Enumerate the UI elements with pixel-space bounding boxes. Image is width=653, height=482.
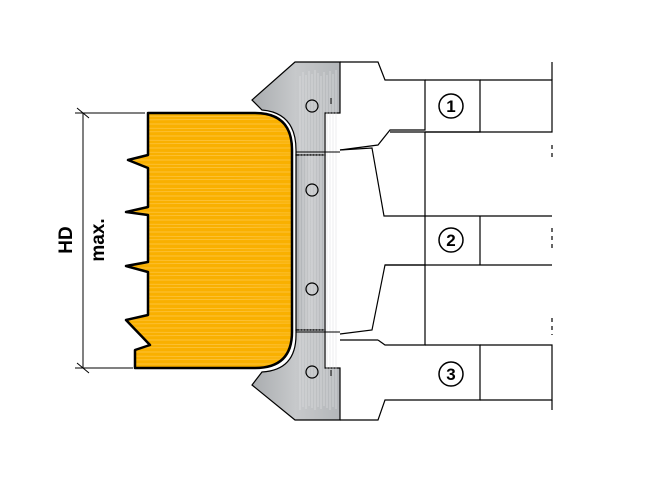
cutter-profile-outline (339, 61, 553, 421)
screw-hole-4 (305, 365, 319, 379)
cutter-body (251, 61, 341, 421)
cutter-streaks (299, 70, 337, 410)
callout-1-number: 1 (446, 97, 455, 116)
workpiece-outline (124, 111, 294, 370)
dimension-label-max: max. (88, 218, 109, 261)
callout-3-number: 3 (446, 365, 455, 384)
screw-hole-3 (305, 282, 319, 296)
callout-3: 3 (438, 361, 464, 387)
workpiece (124, 111, 294, 370)
workpiece-grain (126, 115, 292, 365)
screw-hole-2 (305, 183, 319, 197)
hd-dimension: HD max. (56, 107, 145, 374)
dimension-tick-bottom (76, 362, 90, 374)
callout-1: 1 (438, 93, 464, 119)
callout-2: 2 (438, 227, 464, 253)
screw-hole-1 (305, 99, 319, 113)
callout-2-number: 2 (446, 231, 455, 250)
dimension-label-hd: HD (56, 226, 77, 253)
dimension-tick-top (76, 107, 90, 119)
